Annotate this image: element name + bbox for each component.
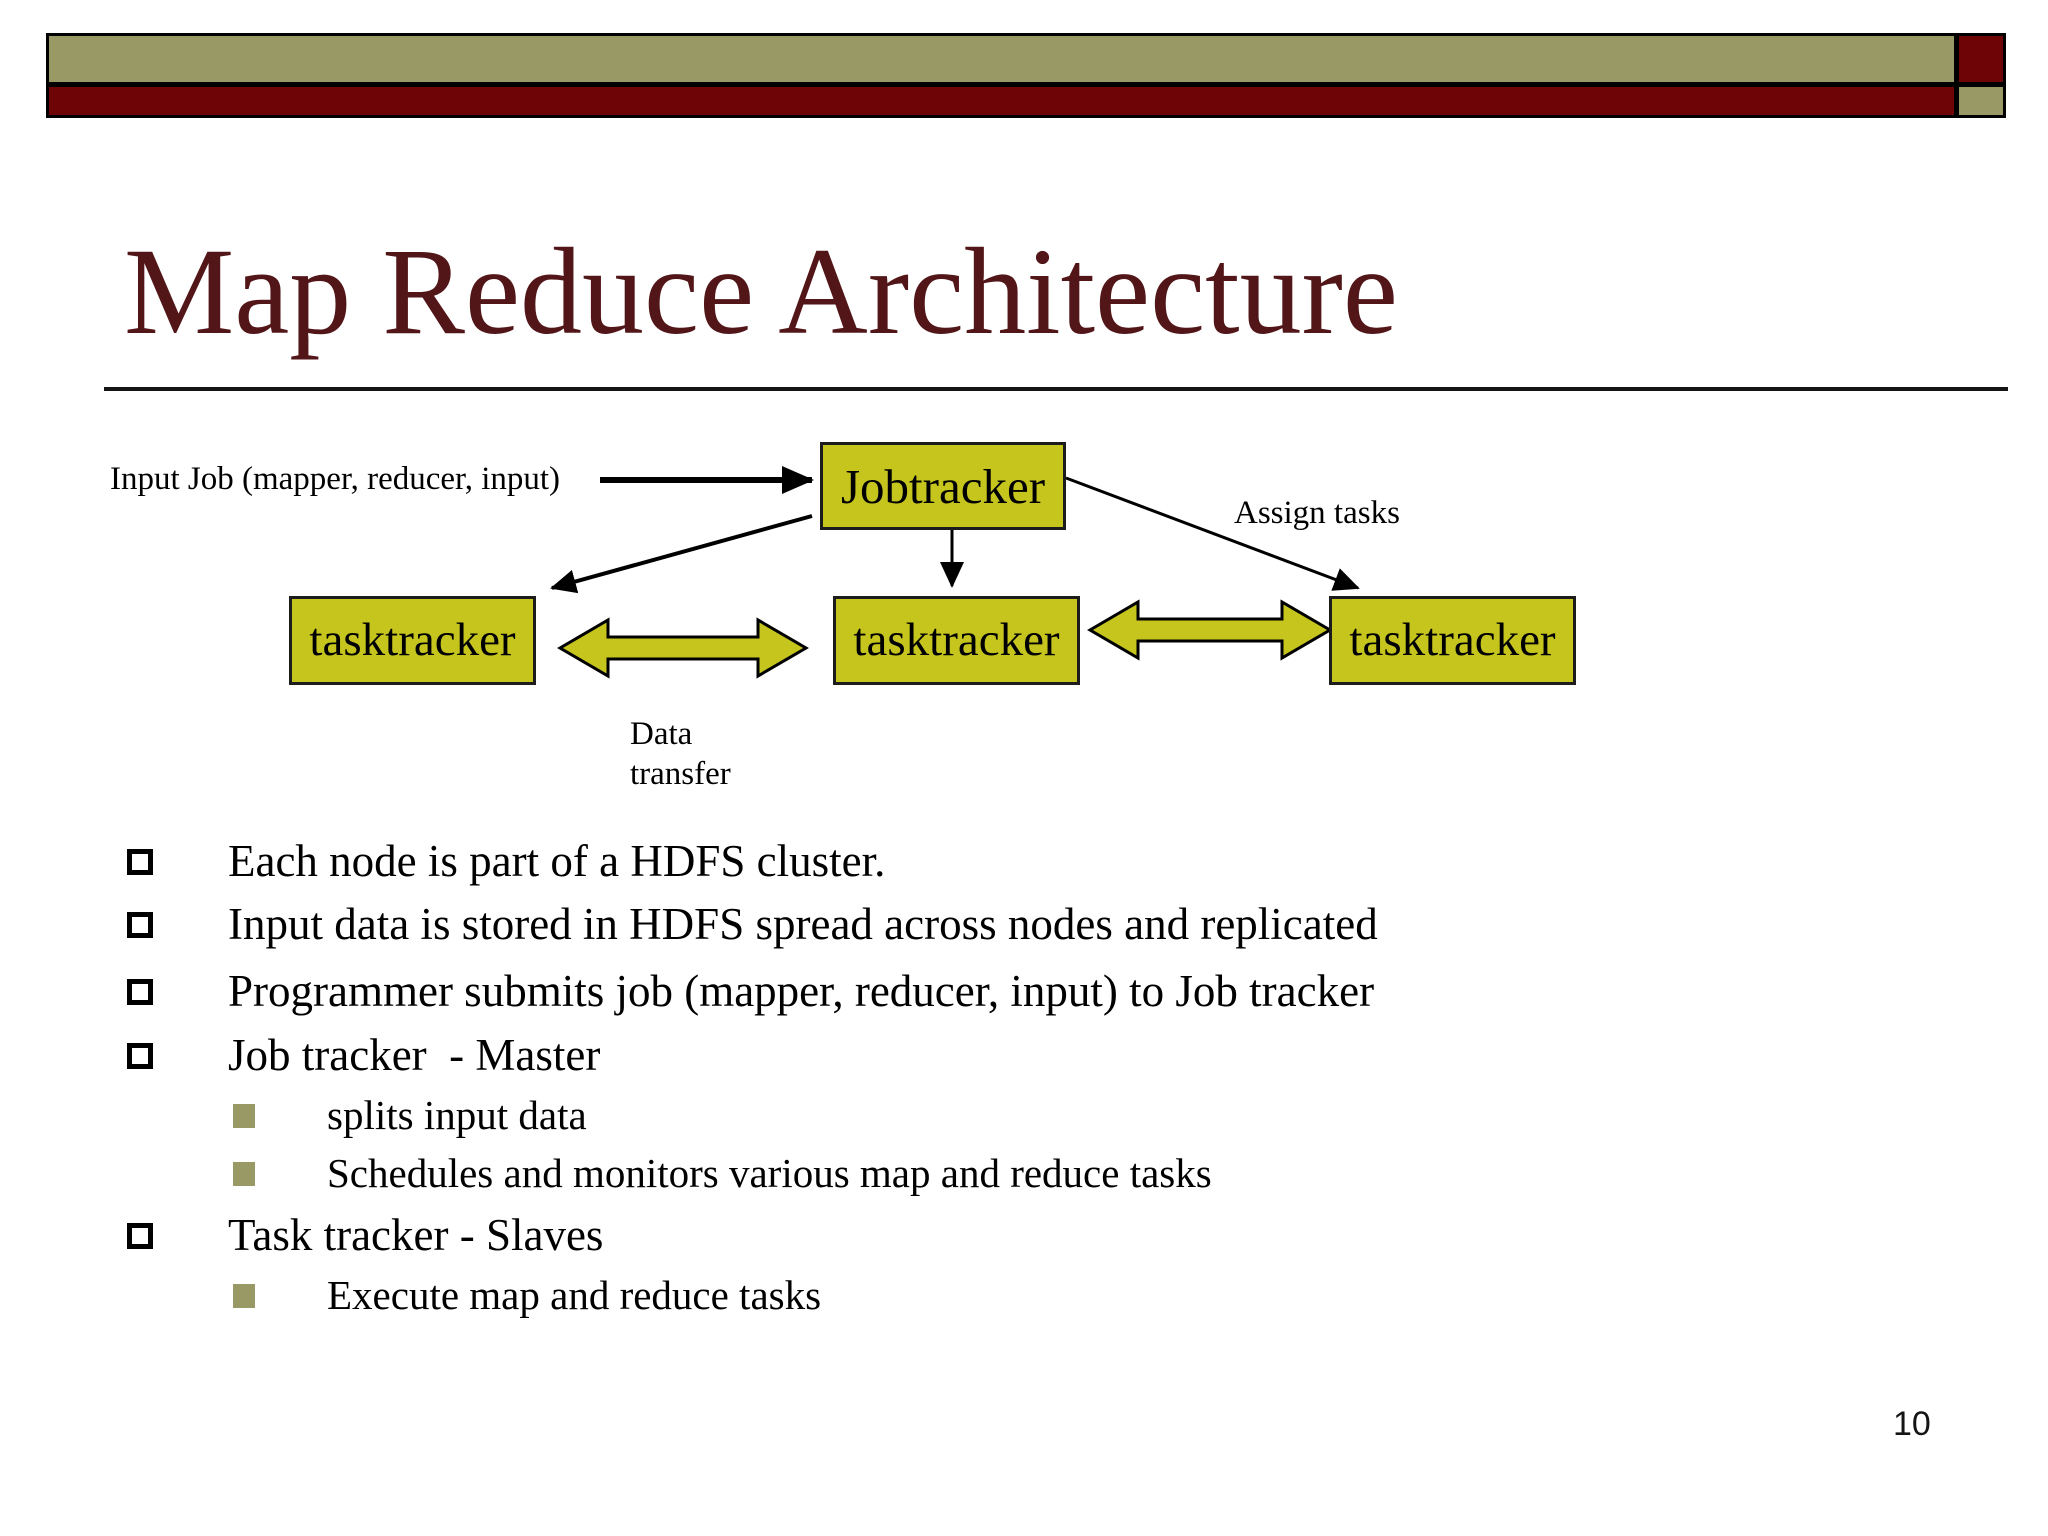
sub-bullet-square-icon (233, 1104, 255, 1128)
list-item: Each node is part of a HDFS cluster. (127, 834, 885, 890)
jobtracker-node: Jobtracker (820, 442, 1066, 530)
assign-tasks-label: Assign tasks (1234, 495, 1400, 531)
bullet-text: Job tracker - Master (228, 1030, 601, 1081)
bullet-text: Programmer submits job (mapper, reducer,… (228, 966, 1375, 1017)
sub-list-item: splits input data (233, 1091, 587, 1141)
tasktracker-node-label: tasktracker (853, 614, 1060, 666)
bullet-text: Execute map and reduce tasks (327, 1272, 822, 1319)
bullet-text: Input data is stored in HDFS spread acro… (228, 899, 1378, 950)
sub-list-item: Schedules and monitors various map and r… (233, 1149, 1212, 1199)
header-khaki-square (1956, 84, 2006, 118)
jobtracker-node-label: Jobtracker (840, 458, 1046, 514)
data-transfer-label: Data transfer (630, 716, 731, 792)
slide-title: Map Reduce Architecture (124, 223, 1398, 360)
tasktracker-node-2: tasktracker (833, 596, 1080, 685)
bullet-text: splits input data (327, 1092, 587, 1139)
tasktracker-node-3: tasktracker (1329, 596, 1576, 685)
bullet-square-icon (127, 849, 153, 875)
sub-list-item: Execute map and reduce tasks (233, 1271, 821, 1321)
bullet-text: Schedules and monitors various map and r… (327, 1150, 1212, 1197)
data-transfer-double-arrow (557, 617, 809, 679)
tasktracker-double-arrow (1087, 599, 1333, 661)
bullet-square-icon (127, 912, 153, 938)
header-red-bar (46, 84, 1957, 118)
sub-bullet-square-icon (233, 1162, 255, 1186)
bullet-square-icon (127, 979, 153, 1005)
tasktracker-node-label: tasktracker (1349, 614, 1556, 666)
bullet-square-icon (127, 1223, 153, 1249)
header-red-square (1956, 33, 2006, 85)
tasktracker-node-label: tasktracker (309, 614, 516, 666)
header-khaki-bar (46, 33, 1957, 85)
title-underline (104, 387, 2008, 391)
bullet-text: Task tracker - Slaves (228, 1210, 604, 1261)
list-item: Task tracker - Slaves (127, 1208, 603, 1264)
bullet-square-icon (127, 1043, 153, 1069)
sub-bullet-square-icon (233, 1284, 255, 1308)
list-item: Input data is stored in HDFS spread acro… (127, 897, 1378, 953)
jobtracker-to-tasktracker1-arrow (550, 514, 813, 594)
input-job-label: Input Job (mapper, reducer, input) (110, 461, 561, 497)
bullet-text: Each node is part of a HDFS cluster. (228, 836, 886, 887)
page-number: 10 (1893, 1405, 1931, 1443)
list-item: Job tracker - Master (127, 1028, 600, 1084)
list-item: Programmer submits job (mapper, reducer,… (127, 964, 1374, 1020)
tasktracker-node-1: tasktracker (289, 596, 536, 685)
